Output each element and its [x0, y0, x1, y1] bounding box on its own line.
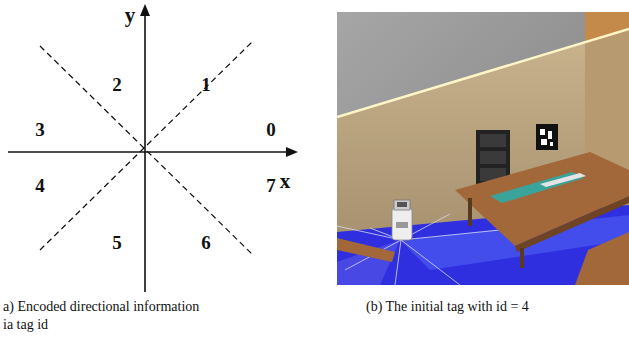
sector-number: 2: [112, 73, 122, 97]
sector-divider: [40, 46, 254, 256]
sector-number: 7: [266, 174, 276, 198]
april-tag: [536, 124, 558, 150]
sector-divider: [40, 42, 252, 250]
x-arrowhead: [286, 147, 298, 157]
sector-number: 3: [35, 118, 45, 142]
ceiling: [337, 12, 629, 285]
sector-number: 4: [35, 174, 45, 198]
sector-number: 0: [266, 118, 276, 142]
sector-number: 6: [201, 231, 211, 255]
subfigure-caption: (b) The initial tag with id = 4: [366, 298, 529, 316]
simulation-scene: [337, 12, 629, 285]
wall-edge-light: [337, 29, 629, 117]
subfigure-caption: a) Encoded directional information ia ta…: [3, 298, 204, 333]
table: [337, 238, 395, 262]
robot: [392, 200, 412, 240]
sector-number: 5: [112, 231, 122, 255]
sector-number: 1: [201, 73, 211, 97]
table: [575, 232, 629, 285]
axis-label: y: [125, 2, 136, 28]
y-axis: [144, 12, 146, 292]
axis-label: x: [280, 168, 291, 194]
direction-axes: [8, 4, 298, 292]
y-arrowhead: [140, 4, 150, 16]
